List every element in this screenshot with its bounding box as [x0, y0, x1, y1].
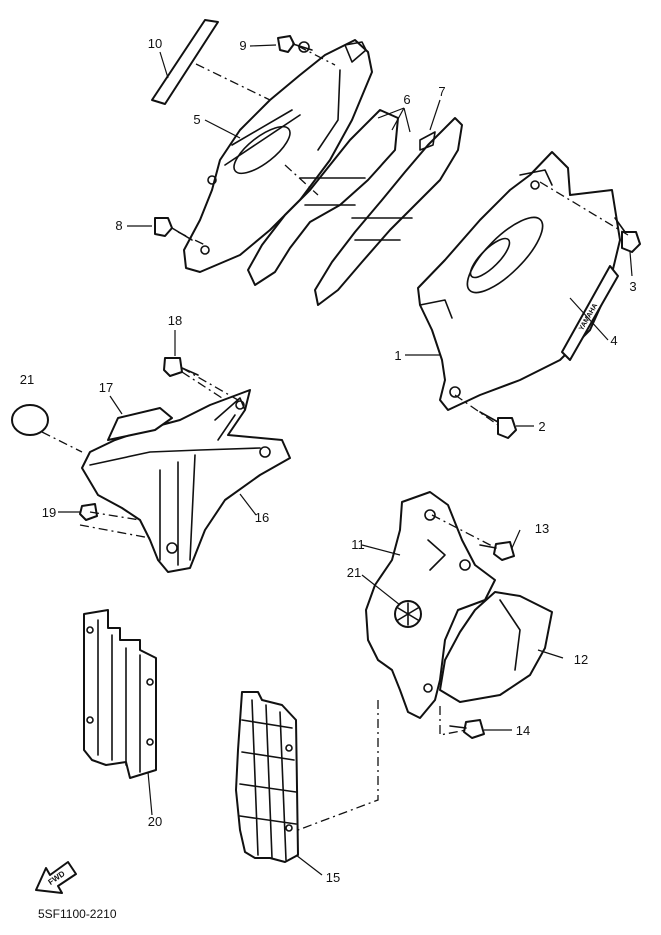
callout-6: 6	[403, 92, 410, 107]
callout-4: 4	[610, 333, 617, 348]
callout-8: 8	[115, 218, 122, 233]
callout-12: 12	[574, 652, 588, 667]
bolt-8	[154, 217, 193, 241]
callout-9: 9	[239, 38, 246, 53]
part-16-radiator-scoop	[81, 389, 291, 573]
callout-18: 18	[168, 313, 182, 328]
bolt-13	[479, 541, 515, 561]
bolt-14	[449, 719, 485, 739]
part-7-inner-panel	[314, 117, 463, 306]
callout-21-right: 21	[347, 565, 361, 580]
part-11-radiator-shroud	[365, 491, 496, 719]
callout-5: 5	[193, 112, 200, 127]
callout-2: 2	[538, 419, 545, 434]
callout-7: 7	[438, 84, 445, 99]
part-1-side-cover	[417, 151, 621, 411]
callout-16: 16	[255, 510, 269, 525]
callout-19: 19	[42, 505, 56, 520]
assembly-lines	[41, 45, 629, 831]
bolt-3	[614, 217, 641, 253]
callout-1: 1	[394, 348, 401, 363]
callout-20: 20	[148, 814, 162, 829]
callout-11: 11	[351, 537, 365, 552]
part-15-radiator-grille	[235, 691, 299, 863]
leader-lines	[58, 44, 633, 876]
bolt-2	[479, 411, 517, 439]
bolt-19	[79, 503, 98, 521]
part-21-emblem-left	[11, 404, 49, 436]
diagram-code: 5SF1100-2210	[38, 907, 117, 921]
callout-10: 10	[148, 36, 162, 51]
part-12-lower-panel	[439, 591, 553, 703]
callout-13: 13	[535, 521, 549, 536]
callout-21-left: 21	[20, 372, 34, 387]
bolt-9	[277, 35, 313, 53]
part-6-inner-panel	[247, 109, 399, 286]
callout-labels: 10 9 5 6 7 8 3 4 1 2 18 21 17 16 19 11 1…	[20, 36, 637, 885]
callout-14: 14	[516, 723, 530, 738]
fwd-arrow: FWD	[35, 861, 77, 894]
callout-3: 3	[629, 279, 636, 294]
bolt-18	[163, 357, 199, 377]
part-10-strip	[151, 19, 219, 105]
part-20-radiator-guard	[83, 609, 157, 779]
callout-17: 17	[99, 380, 113, 395]
part-17-scoop-panel	[107, 407, 173, 441]
callout-15: 15	[326, 870, 340, 885]
